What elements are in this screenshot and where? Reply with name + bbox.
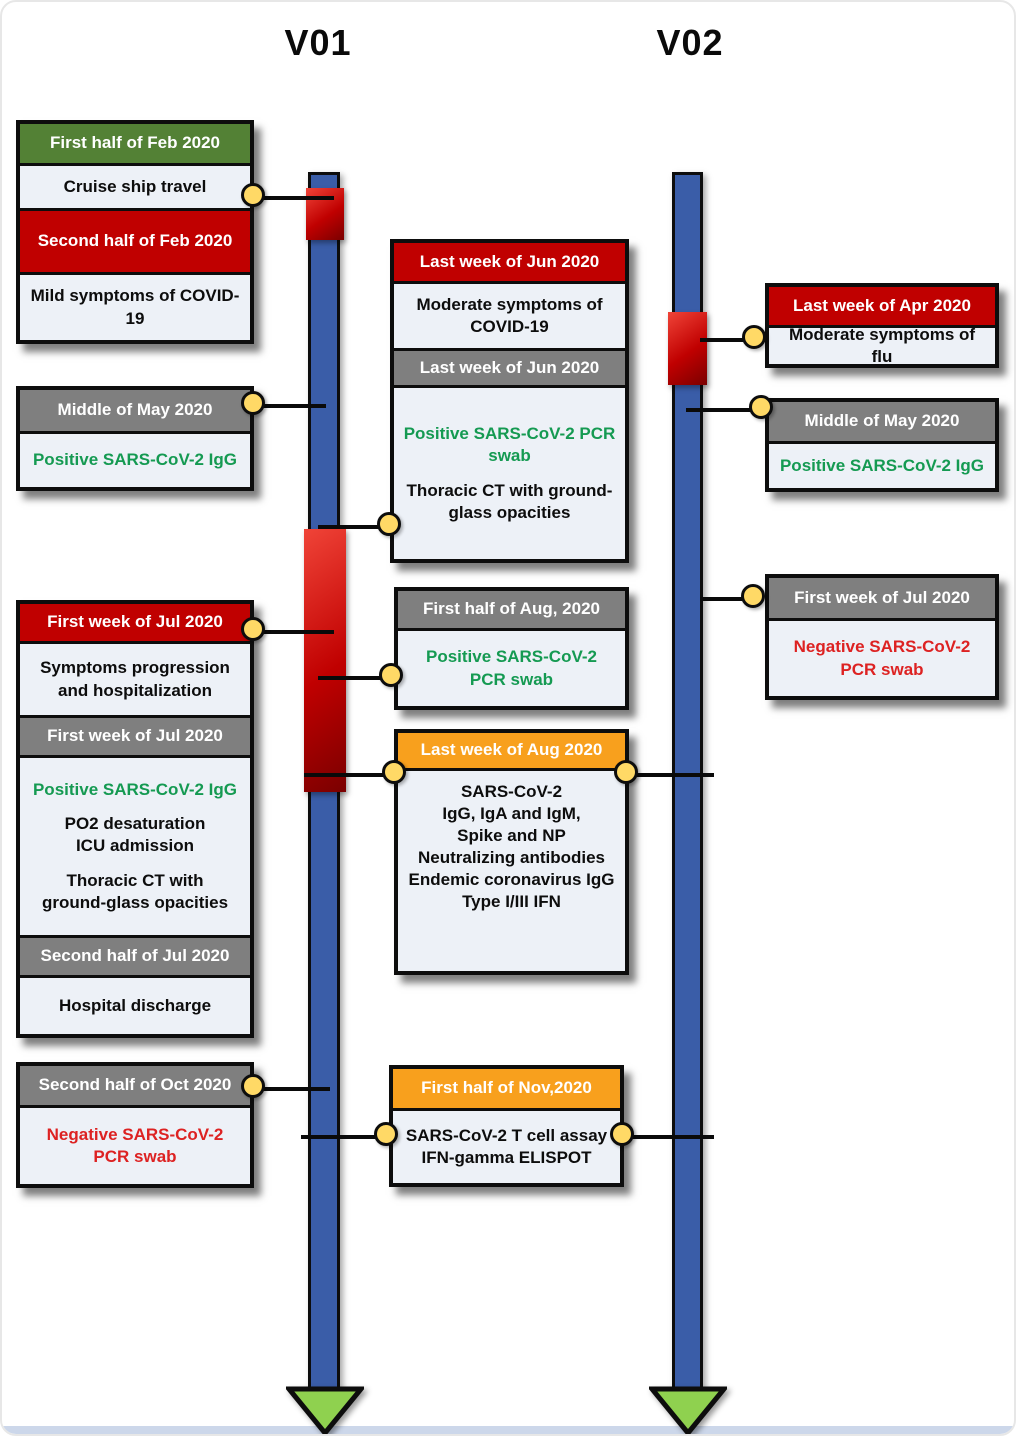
event-box-feb-v01: First half of Feb 2020 Cruise ship trave… [16,120,254,344]
connector-line [252,196,334,200]
connector-line [301,1135,392,1139]
date-header: Last week of Aug 2020 [398,733,625,771]
connector-dot [241,183,265,207]
date-header: Second half of Oct 2020 [20,1066,250,1108]
event-text: Mild symptoms of COVID-19 [20,275,250,340]
event-box-aug-pcr-middle: First half of Aug, 2020 Positive SARS-Co… [394,587,629,710]
timeline-v01-red-segment-jun-jul [304,529,346,792]
event-box-may-v02: Middle of May 2020 Positive SARS-CoV-2 I… [765,398,999,492]
arrow-down-icon [649,1386,727,1434]
event-text: Thoracic CT with [66,870,204,890]
date-header: Middle of May 2020 [769,402,995,444]
connector-dot [749,395,773,419]
event-text: Endemic coronavirus IgG [408,870,615,890]
connector-line [700,597,758,601]
event-text: Moderate symptoms of COVID-19 [394,284,625,351]
connector-line [252,404,326,408]
connector-dot [241,1074,265,1098]
event-text: SARS-CoV-2 T cell assay [405,1125,608,1145]
event-text: Spike and NP [457,826,566,846]
event-box-nov-middle: First half of Nov,2020 SARS-CoV-2 T cell… [389,1065,624,1187]
event-text-group: SARS-CoV-2 T cell assay IFN-gamma ELISPO… [393,1111,620,1183]
event-text: Thoracic CT with ground-glass opacities [406,480,613,522]
event-box-jul-v01: First week of Jul 2020 Symptoms progress… [16,600,254,1038]
connector-dot [379,663,403,687]
event-text: Positive SARS-CoV-2 IgG [32,780,238,800]
connector-dot [742,325,766,349]
connector-dot [741,584,765,608]
connector-line [622,1135,714,1139]
connector-line [252,630,334,634]
patient-v01-title: V01 [284,22,352,63]
date-header: First half of Feb 2020 [20,124,250,166]
date-header: Last week of Apr 2020 [769,287,995,328]
event-box-apr-v02: Last week of Apr 2020 Moderate symptoms … [765,283,999,368]
date-header: Last week of Jun 2020 [394,351,625,388]
date-header: First week of Jul 2020 [20,718,250,758]
event-text-group: Positive SARS-CoV-2 IgG PO2 desaturation… [20,758,250,938]
event-box-aug-serology-middle: Last week of Aug 2020 SARS-CoV-2 IgG, Ig… [394,729,629,975]
date-header: Middle of May 2020 [20,390,250,434]
event-text: Type I/III IFN [462,892,561,912]
event-text: SARS-CoV-2 [460,782,563,801]
event-text-group: Positive SARS-CoV-2 PCR swab Thoracic CT… [394,388,625,559]
date-header: First half of Nov,2020 [393,1069,620,1111]
event-box-jun-middle: Last week of Jun 2020 Moderate symptoms … [390,239,629,563]
event-text: Positive SARS-CoV-2 IgG [769,444,995,488]
event-text: Positive SARS-CoV-2 IgG [20,434,250,487]
connector-line [627,773,714,777]
date-header: First week of Jul 2020 [769,578,995,621]
date-header: Second half of Jul 2020 [20,938,250,978]
connector-line [318,525,394,529]
connector-line [304,773,399,777]
arrow-down-icon [286,1386,364,1434]
connector-dot [241,391,265,415]
date-header: Last week of Jun 2020 [394,243,625,284]
event-text: Moderate symptoms of flu [769,325,995,366]
event-box-jul-v02: First week of Jul 2020 Negative SARS-CoV… [765,574,999,700]
event-text: Neutralizing antibodies [417,848,606,868]
event-text: Positive SARS-CoV-2 PCR swab [398,631,625,706]
event-box-may-v01: Middle of May 2020 Positive SARS-CoV-2 I… [16,386,254,491]
connector-dot [241,617,265,641]
connector-line [700,338,759,342]
connector-dot [614,760,638,784]
connector-line [318,676,396,680]
event-text: Hospital discharge [20,978,250,1034]
connector-dot [382,760,406,784]
date-header: Second half of Feb 2020 [20,211,250,275]
event-text: IFN-gamma ELISPOT [421,1148,592,1167]
timeline-v02-red-segment-apr [668,312,707,385]
patient-v02-title: V02 [656,22,724,63]
connector-line [252,1087,330,1091]
event-text: ground-glass opacities [41,892,229,912]
event-box-oct-v01: Second half of Oct 2020 Negative SARS-Co… [16,1062,254,1188]
bottom-edge-strip [2,1426,1014,1434]
connector-dot [377,512,401,536]
event-text: Cruise ship travel [20,166,250,211]
connector-dot [610,1122,634,1146]
event-text: Negative SARS-CoV-2 PCR swab [769,621,995,696]
event-text-group: SARS-CoV-2 IgG, IgA and IgM, Spike and N… [398,771,625,971]
connector-line [686,408,767,412]
event-text: IgG, IgA and IgM, [442,804,581,824]
event-text: PO2 desaturation [64,814,206,834]
event-text: Symptoms progression and hospitalization [20,644,250,718]
date-header: First week of Jul 2020 [20,604,250,644]
connector-dot [374,1122,398,1146]
event-text: Positive SARS-CoV-2 PCR swab [403,424,616,466]
event-text: Negative SARS-CoV-2 PCR swab [20,1108,250,1184]
date-header: First half of Aug, 2020 [398,591,625,631]
event-text: ICU admission [75,836,195,856]
